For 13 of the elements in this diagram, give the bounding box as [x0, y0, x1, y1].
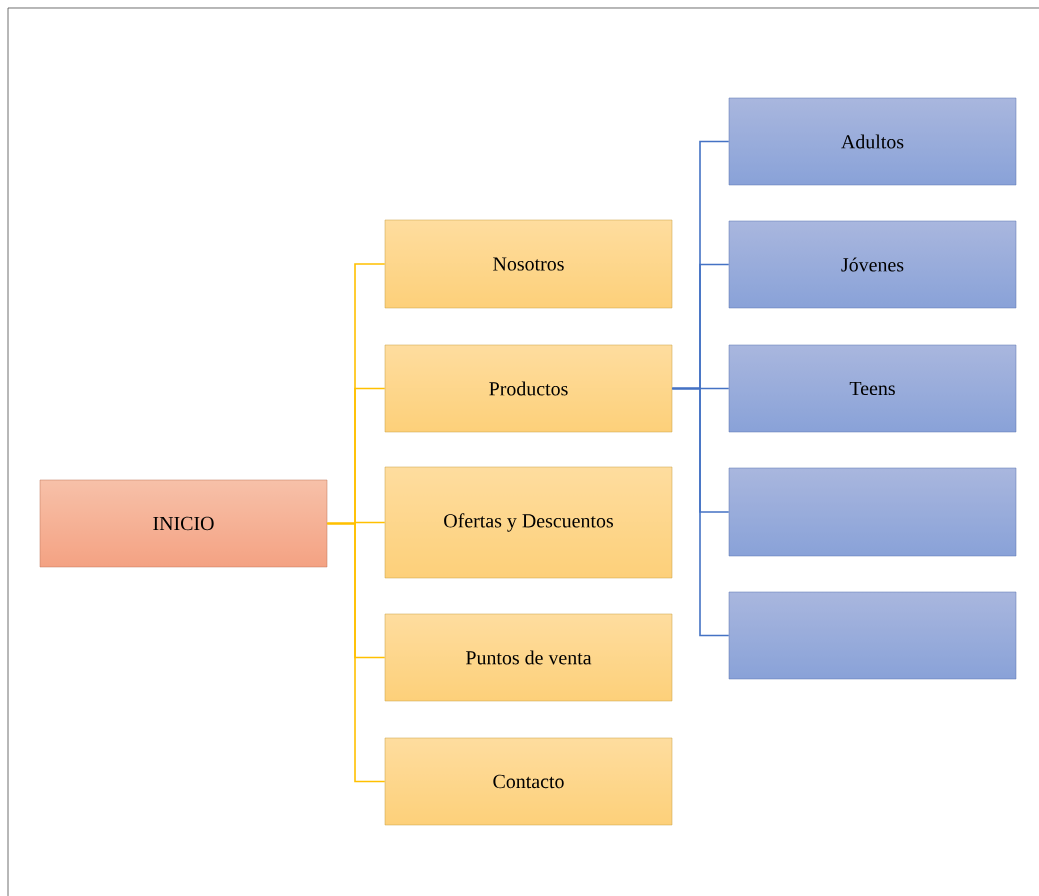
- connector-line: [326, 522, 386, 783]
- menu-box: Puntos de venta: [384, 613, 673, 702]
- menu-box: [728, 467, 1017, 557]
- menu-box: Contacto: [384, 737, 673, 826]
- connector-line: [671, 387, 730, 637]
- menu-box: Productos: [384, 344, 673, 433]
- menu-box: Teens: [728, 344, 1017, 433]
- menu-box: Ofertas y Descuentos: [384, 466, 673, 579]
- menu-box: [728, 591, 1017, 680]
- menu-box: INICIO: [39, 479, 328, 568]
- menu-box: Jóvenes: [728, 220, 1017, 309]
- menu-box: Nosotros: [384, 219, 673, 309]
- menu-box: Adultos: [728, 97, 1017, 186]
